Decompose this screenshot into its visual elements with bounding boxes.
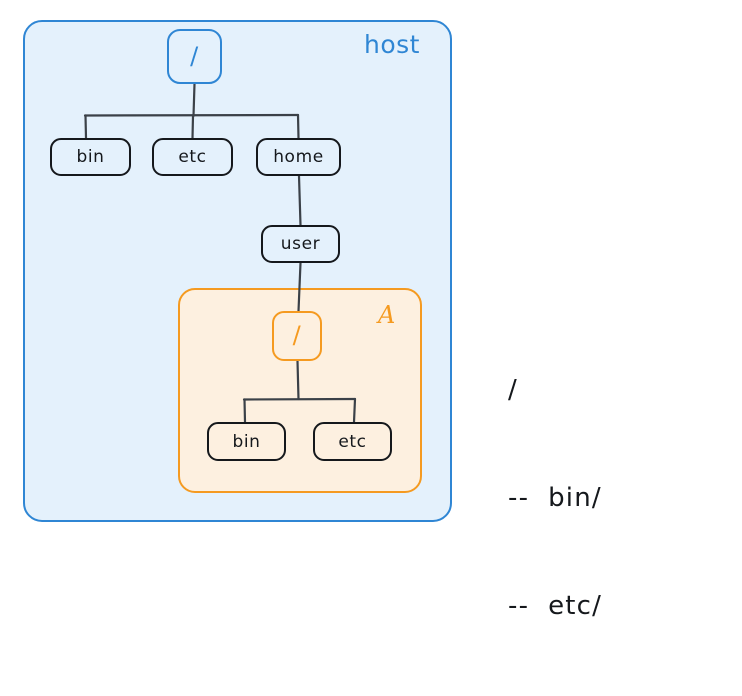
node-host-root-label: /: [190, 41, 199, 70]
node-host-root[interactable]: /: [167, 29, 222, 84]
node-host-bin-label: bin: [76, 147, 105, 167]
node-container-bin[interactable]: bin: [207, 422, 286, 461]
node-container-etc-label: etc: [338, 431, 367, 452]
node-host-home-label: home: [273, 147, 324, 167]
node-container-root-label: /: [292, 321, 302, 349]
host-container-label: host: [364, 30, 420, 59]
node-container-bin-label: bin: [232, 431, 261, 452]
node-host-etc[interactable]: etc: [152, 138, 233, 176]
diagram-canvas: host A / bin etc home user / bin etc / -…: [23, 20, 601, 621]
node-container-root[interactable]: /: [272, 311, 322, 361]
listing-line-etc: -- etc/: [508, 591, 603, 621]
container-a-label: A: [378, 301, 396, 329]
listing-line-root: /: [508, 375, 518, 405]
node-container-etc[interactable]: etc: [313, 422, 392, 461]
node-host-etc-label: etc: [178, 147, 207, 167]
directory-listing: / -- bin/ -- etc/: [508, 300, 602, 696]
listing-line-bin: -- bin/: [508, 483, 602, 513]
node-host-user[interactable]: user: [261, 225, 340, 263]
node-host-bin[interactable]: bin: [50, 138, 131, 176]
node-host-home[interactable]: home: [256, 138, 341, 176]
node-host-user-label: user: [280, 234, 321, 254]
